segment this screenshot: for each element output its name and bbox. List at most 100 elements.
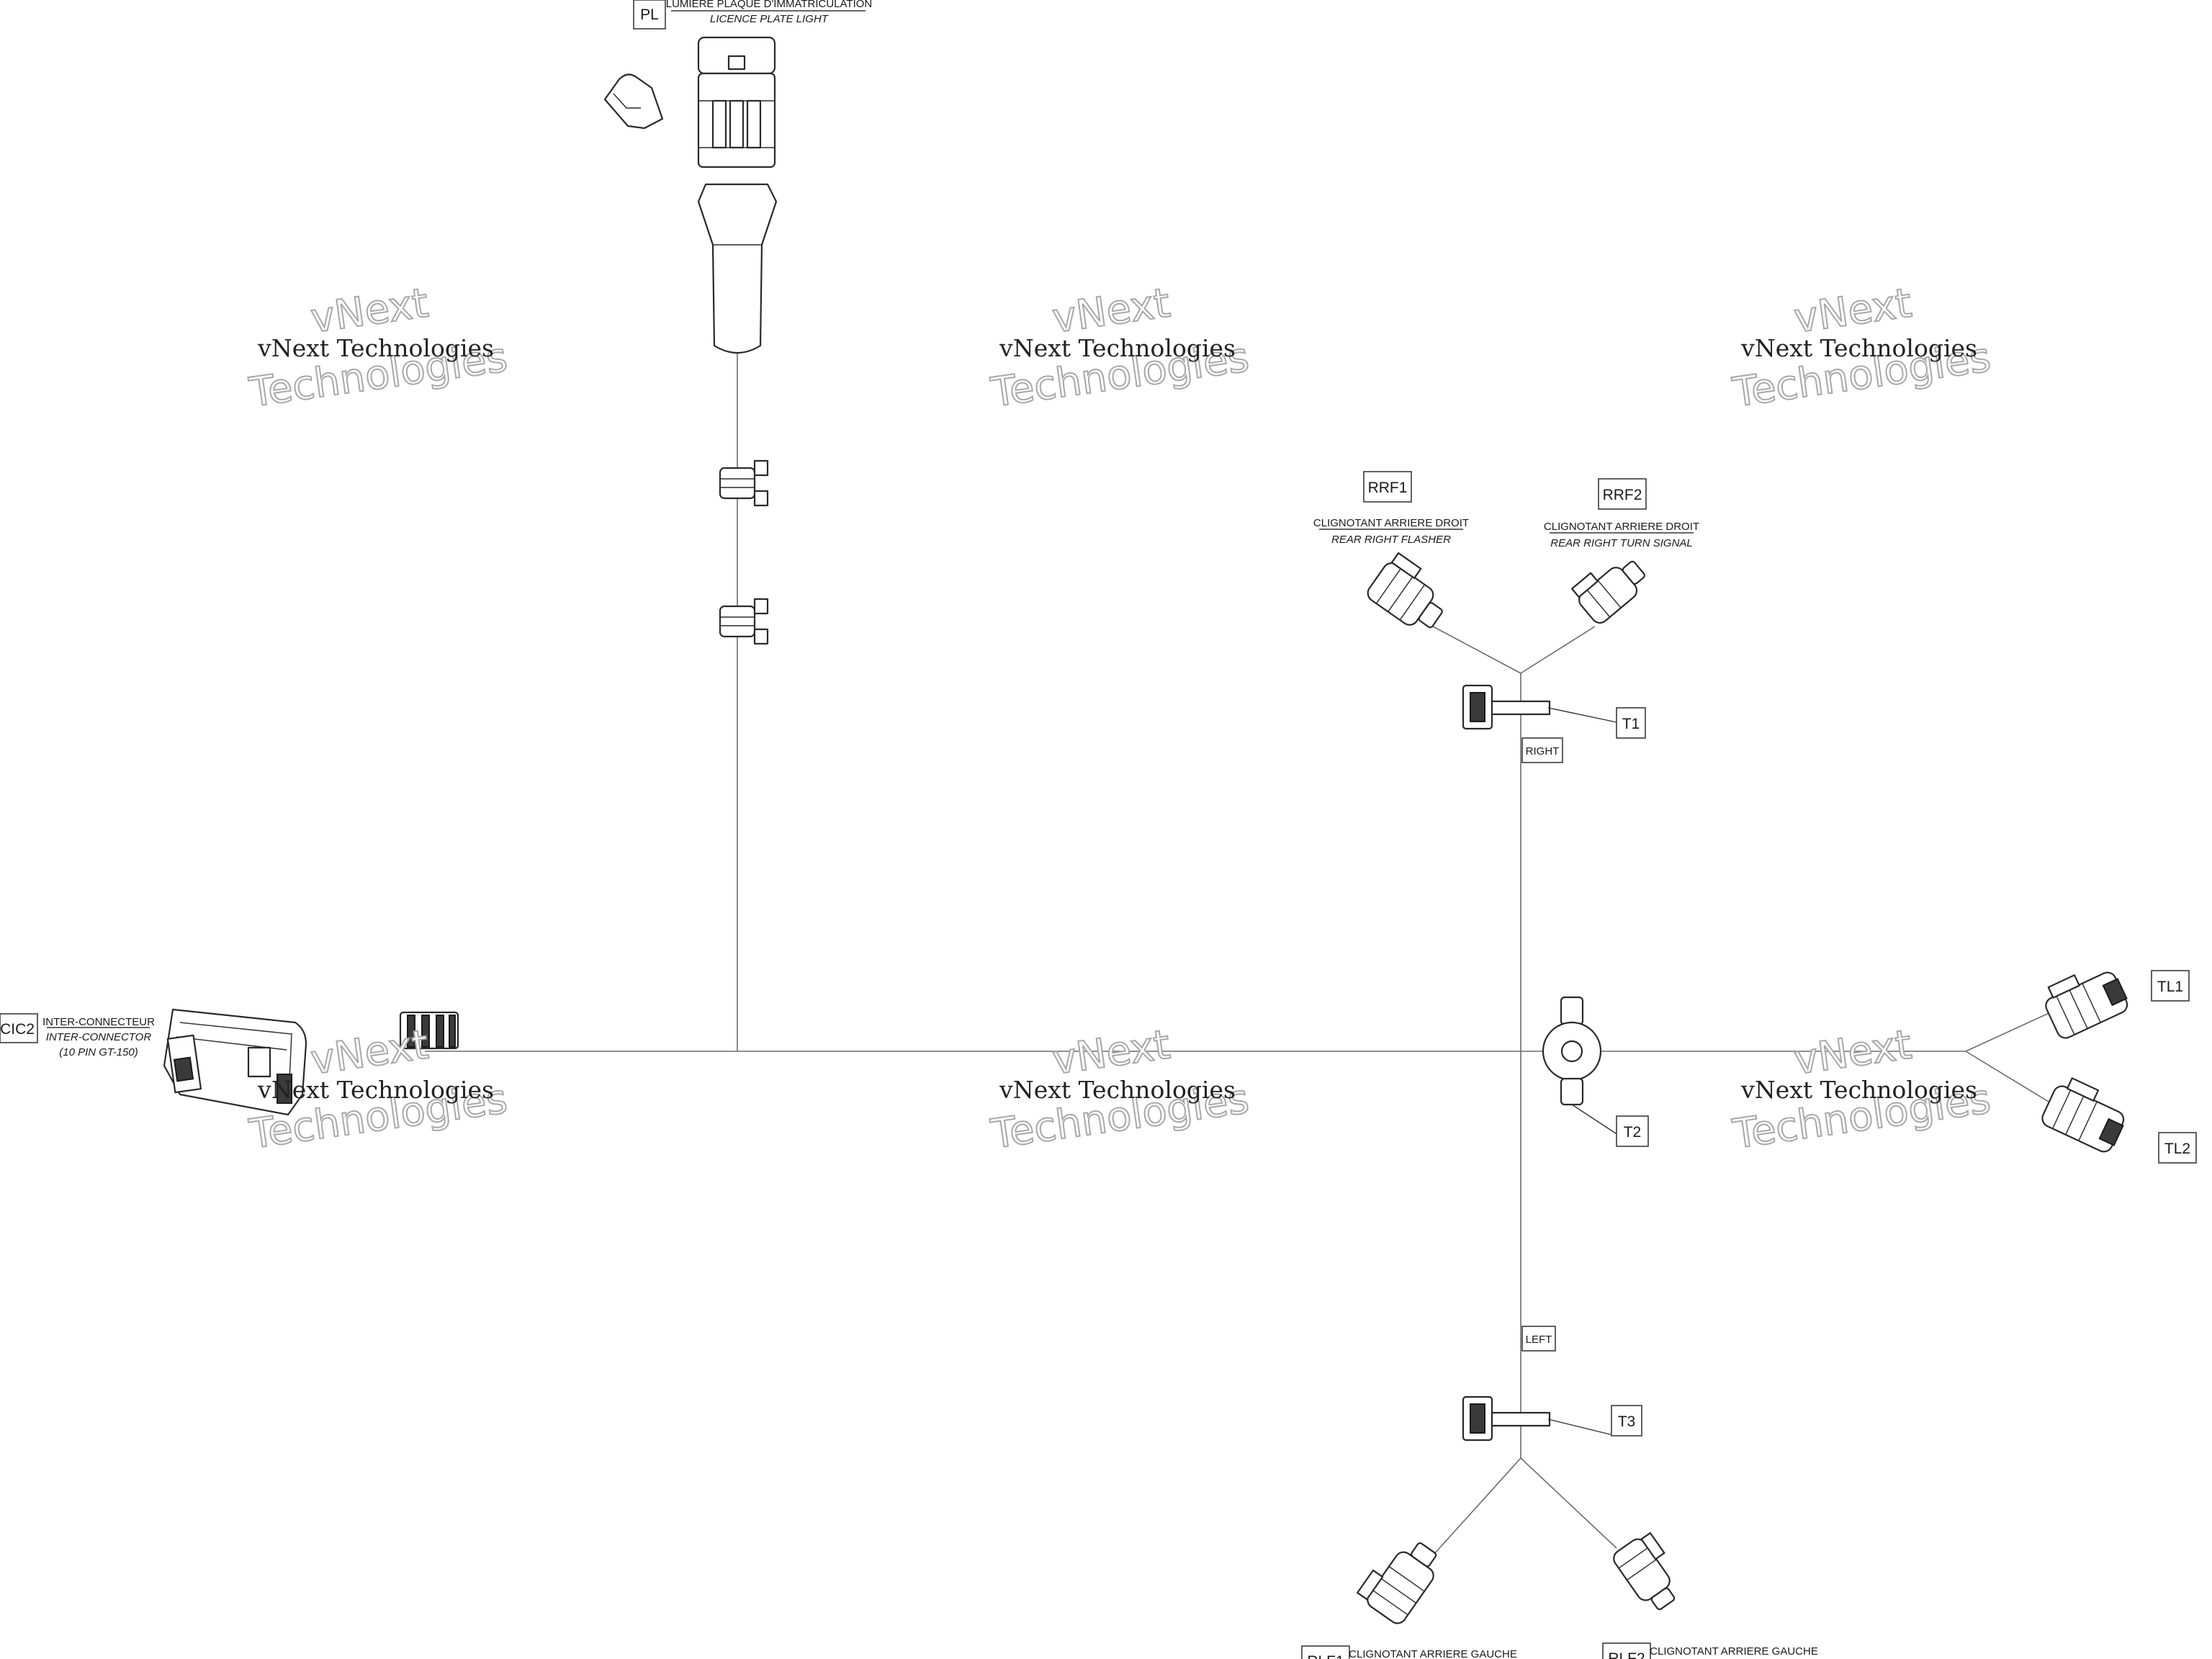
pl-body-slot-2 [729,99,745,149]
watermark-2-vnext: vNext [1050,279,1173,342]
tl1-connector-assembly: TL1 [2045,970,2190,1039]
t1-housing-core [1470,692,1485,722]
rlf2-tag: RLF2 [1608,1650,1645,1659]
t2-tag: T2 [1624,1124,1642,1141]
wire-to-rlf1 [1432,1457,1521,1556]
tl2-connector-assembly: TL2 [2041,1077,2197,1164]
pl-caption-fr: LUMIERE PLAQUE D'IMMATRICULATION [666,0,873,10]
rlf1-connector-assembly: RLF1 CLIGNOTANT ARRIERE GAUCHE [1301,1542,1517,1659]
rrf1-connector [1367,552,1443,629]
cic2-tag-box [0,1013,38,1043]
tl1-tag-box [2151,970,2190,1002]
right-label: RIGHT [1526,745,1560,757]
watermark-4-label: vNext Technologies [257,1076,494,1104]
rlf1-tag: RLF1 [1307,1653,1344,1659]
tl2-tag: TL2 [2164,1141,2190,1157]
cic2-caption-note: (10 PIN GT-150) [59,1046,138,1058]
t1-tag: T1 [1622,716,1640,732]
watermark-6-vnext: vNext [1791,1021,1915,1084]
t3-leader [1547,1419,1614,1436]
watermark-2-label: vNext Technologies [999,334,1236,362]
wire-to-rlf2 [1520,1457,1617,1549]
cic2-connector-assembly: CIC2 INTER-CONNECTEUR INTER-CONNECTOR (1… [0,1008,459,1116]
pl-connector-latch [727,55,746,71]
watermark-1-vnext: vNext [308,279,431,342]
watermark-1: Technologies vNext vNext Technologies [246,279,511,417]
rrf2-caption-en: REAR RIGHT TURN SIGNAL [1550,537,1693,549]
rrf2-tag-box [1598,478,1647,510]
pl-body-slot-3 [746,99,762,149]
rrf1-tag-box [1363,471,1412,503]
rlf1-tag-box [1301,1645,1350,1659]
rlf2-caption-fr: CLIGNOTANT ARRIERE GAUCHE [1650,1645,1818,1658]
left-label: LEFT [1526,1334,1552,1346]
branch-clip-1 [719,459,769,507]
pl-caption-en: LICENCE PLATE LIGHT [710,13,830,25]
pl-clip-detail [613,93,641,109]
watermark-3-vnext: vNext [1791,279,1915,342]
left-label-box [1521,1326,1556,1352]
t1-tube [1491,700,1551,716]
rrf2-connector [1571,560,1645,624]
t2-leader [1571,1104,1621,1137]
rlf2-connector [1613,1532,1676,1611]
cic2-tag: CIC2 [0,1021,35,1038]
watermark-6-label: vNext Technologies [1740,1076,1977,1104]
cic2-caption-en: INTER-CONNECTOR [46,1031,152,1043]
cic2-wire-bundle [399,1011,459,1050]
wire-network [425,353,2053,1556]
t2-top-lug [1560,996,1584,1026]
watermark-5-vnext: vNext [1050,1021,1173,1084]
rlf1-connector [1357,1542,1437,1624]
t2-terminal-assembly: T2 [1542,996,1649,1147]
pl-tag: PL [640,6,659,23]
cic2-caption-fr: INTER-CONNECTEUR [42,1016,155,1028]
wire-to-tl2 [1965,1051,2049,1102]
tl2-tag-box [2158,1132,2197,1164]
wire-to-rrf2 [1520,626,1596,674]
pl-boot [697,183,778,354]
t2-tag-box [1616,1115,1649,1147]
rrf2-caption-fr: CLIGNOTANT ARRIERE DROIT [1544,521,1699,533]
wire-to-rrf1 [1432,626,1521,674]
watermark-3-label: vNext Technologies [1740,334,1977,362]
rrf1-tag: RRF1 [1368,480,1408,496]
watermark-6: Technologies vNext vNext Technologies [1729,1020,1994,1159]
tl1-tag: TL1 [2157,979,2183,995]
watermark-5-label: vNext Technologies [999,1076,1236,1104]
t3-tag-box [1611,1405,1642,1437]
branch-clip-2 [719,598,769,645]
t3-terminal-assembly: LEFT T3 [1462,1326,1642,1442]
right-label-box [1521,737,1563,763]
pl-tag-box [633,0,666,30]
watermark-5: Technologies vNext vNext Technologies [987,1020,1252,1159]
rrf2-connector-assembly: RRF2 CLIGNOTANT ARRIERE DROIT REAR RIGHT… [1544,478,1699,624]
watermark-3: Technologies vNext vNext Technologies [1729,279,1994,417]
rrf2-tag: RRF2 [1603,487,1642,503]
rrf1-caption-fr: CLIGNOTANT ARRIERE DROIT [1313,517,1469,529]
tl1-connector [2045,971,2128,1039]
rlf2-connector-assembly: RLF2 CLIGNOTANT ARRIERE GAUCHE [1602,1532,1818,1659]
cic2-body-edge [179,1022,292,1081]
rrf1-connector-assembly: RRF1 CLIGNOTANT ARRIERE DROIT REAR RIGHT… [1313,471,1469,629]
cic2-seal [276,1074,292,1104]
tl2-connector [2041,1077,2125,1153]
cic2-pin-block [173,1056,194,1082]
t1-terminal-assembly: T1 RIGHT [1462,684,1646,763]
t3-housing-core [1470,1403,1485,1434]
rlf1-caption-fr: CLIGNOTANT ARRIERE GAUCHE [1349,1648,1517,1659]
t2-bottom-lug [1560,1077,1584,1106]
pl-connector-assembly: PL LUMIERE PLAQUE D'IMMATRICULATION LICE… [603,0,873,645]
watermark-4-vnext: vNext [308,1021,431,1084]
t1-leader [1547,707,1617,723]
rlf2-tag-box [1602,1642,1651,1659]
wire-to-tl1 [1965,1011,2053,1052]
t3-tube [1491,1411,1551,1427]
cic2-lock-tab [247,1046,271,1078]
pl-body-slot-1 [711,99,727,149]
watermark-2: Technologies vNext vNext Technologies [987,279,1252,417]
watermark-1-label: vNext Technologies [257,334,494,362]
t1-tag-box [1616,707,1646,739]
